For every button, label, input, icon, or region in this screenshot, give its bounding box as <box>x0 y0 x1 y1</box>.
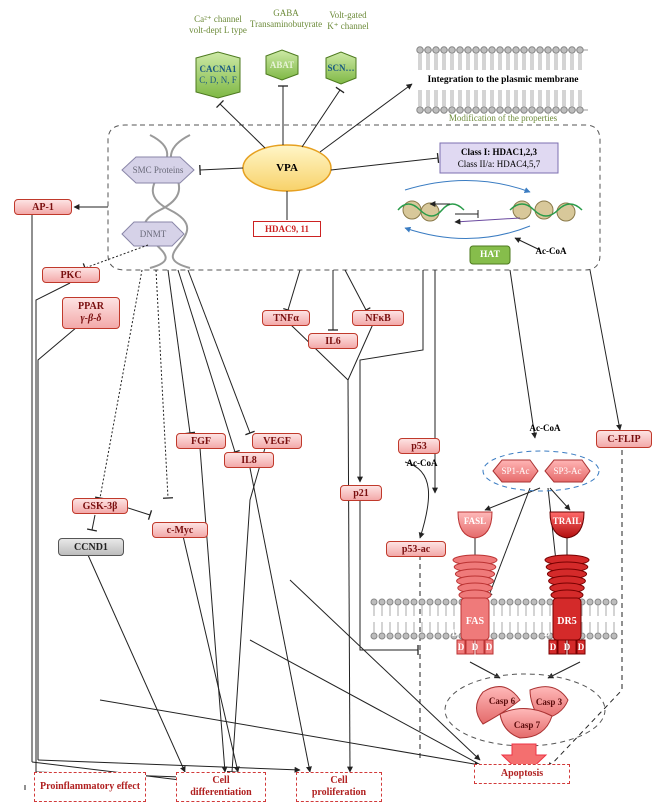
c-flip-node: C-FLIP <box>596 430 652 448</box>
death-domain-label: D <box>471 642 479 652</box>
trail-node: TRAIL <box>552 516 582 526</box>
death-domain-label: D <box>457 642 465 652</box>
ccnd1-node: CCND1 <box>58 538 124 556</box>
dna-helix <box>143 134 191 269</box>
acoa-label-top: Ac-CoA <box>535 246 567 256</box>
casp3-label: Casp 3 <box>535 697 563 707</box>
nfkb-node: NFκB <box>352 310 404 326</box>
channel-caption-cacna1: Ca²⁺ channel volt-dept L type <box>189 14 247 35</box>
il6-node: IL6 <box>308 333 358 349</box>
channel-hexagons <box>195 49 357 99</box>
death-domain-label: D <box>577 642 585 652</box>
hdac-class-1-label: Class I: HDAC1,2,3 <box>460 147 537 157</box>
fas-label: FAS <box>465 615 485 627</box>
dr5-receptor <box>544 554 590 655</box>
dnmt-node: DNMT <box>139 229 167 239</box>
sp1-ac-node: SP1-Ac <box>501 466 530 476</box>
cmyc-node: c-Myc <box>152 522 208 538</box>
hat-node: HAT <box>480 250 500 260</box>
cacna1-node: CACNA1 C, D, N, F <box>196 58 240 92</box>
vpa-node: VPA <box>276 162 298 174</box>
scn-node: SCN… <box>327 62 355 73</box>
dr5-label: DR5 <box>557 615 577 627</box>
channel-caption-abat: GABA Transaminobutyrate <box>249 8 323 29</box>
death-domain-label: D <box>451 628 459 638</box>
casp7-label: Casp 7 <box>513 720 541 730</box>
smc-proteins-node: SMC Proteins <box>132 165 184 175</box>
pkc-node: PKC <box>42 267 100 283</box>
p21-node: p21 <box>340 485 382 501</box>
cacna1-label: CACNA1 <box>199 64 237 74</box>
proinflammatory-effect-box: Proinflammatory effect <box>34 772 146 802</box>
channel-caption-scn: Volt-gated K⁺ channel <box>327 10 369 31</box>
il8-node: IL8 <box>224 452 274 468</box>
casp6-label: Casp 6 <box>488 696 516 706</box>
vegf-node: VEGF <box>252 433 302 449</box>
chromatin-nucleosomes <box>397 180 583 239</box>
ppar-label: PPAR <box>78 301 104 312</box>
ppar-node: PPAR γ-β-δ <box>62 297 120 329</box>
membrane-modification-label: Modification of the properties <box>448 113 558 123</box>
fasl-node: FASL <box>463 516 487 526</box>
gsk3b-node: GSK-3β <box>72 498 128 514</box>
fas-receptor <box>452 554 498 655</box>
cell-differentiation-box: Cell differentiation <box>176 772 266 802</box>
hdac-class-2-label: Class II/a: HDAC4,5,7 <box>457 159 541 169</box>
apoptosis-box: Apoptosis <box>474 764 570 784</box>
acoa-label-p53: Ac-CoA <box>406 458 438 468</box>
cell-proliferation-box: Cell proliferation <box>296 772 382 802</box>
cacna1-sub: C, D, N, F <box>199 75 237 85</box>
death-domain-label: D <box>485 642 493 652</box>
acoa-label-sp: Ac-CoA <box>529 423 561 433</box>
death-domain-label: D <box>549 642 557 652</box>
p53-node: p53 <box>398 438 440 454</box>
tnfa-node: TNFα <box>262 310 310 326</box>
ap1-node: AP-1 <box>14 199 72 215</box>
abat-node: ABAT <box>269 59 295 70</box>
hdac-class-box: Class I: HDAC1,2,3 Class II/a: HDAC4,5,7 <box>440 143 558 173</box>
ppar-subtypes: γ-β-δ <box>80 313 102 324</box>
death-domain-label: D <box>543 628 551 638</box>
hdac-9-11-node: HDAC9, 11 <box>253 221 321 237</box>
sp3-ac-node: SP3-Ac <box>553 466 582 476</box>
membrane-integration-label: Integration to the plasmic membrane <box>427 74 579 85</box>
p53-ac-node: p53-ac <box>386 541 446 557</box>
fgf-node: FGF <box>176 433 226 449</box>
death-domain-label: D <box>563 642 571 652</box>
